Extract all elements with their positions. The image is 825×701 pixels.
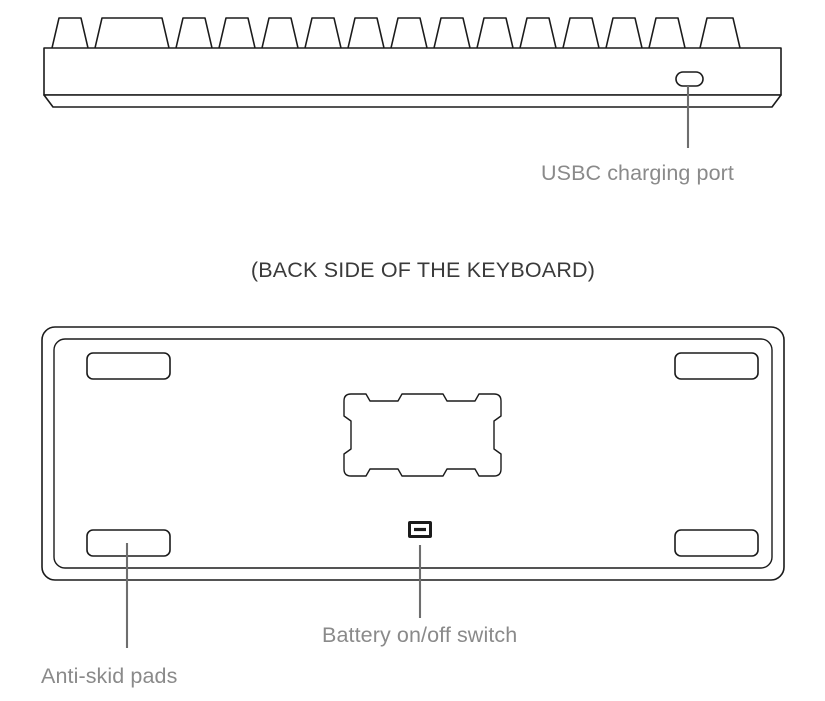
center-label-plate [343, 393, 502, 477]
section-heading-back-side: (BACK SIDE OF THE KEYBOARD) [251, 258, 595, 282]
keyboard-base-foot [43, 94, 782, 108]
keycap-14[interactable] [699, 17, 741, 49]
keycap-2[interactable] [175, 17, 213, 49]
keycap-12[interactable] [605, 17, 643, 49]
keycap-0[interactable] [51, 17, 89, 49]
keycap-10[interactable] [519, 17, 557, 49]
keyboard-side-view [43, 17, 782, 108]
anti-skid-pad-top-right[interactable] [674, 352, 759, 380]
callout-label-anti-skid: Anti-skid pads [41, 664, 177, 688]
keycap-6[interactable] [347, 17, 385, 49]
keycap-13[interactable] [648, 17, 686, 49]
keycap-8[interactable] [433, 17, 471, 49]
keycap-11[interactable] [562, 17, 600, 49]
keycap-3[interactable] [218, 17, 256, 49]
callout-anti-skid-pads: Anti-skid pads [41, 543, 177, 688]
callout-battery-switch: Battery on/off switch [322, 545, 517, 647]
keycap-7[interactable] [390, 17, 428, 49]
callout-label-usbc: USBC charging port [541, 161, 734, 185]
anti-skid-pad-bottom-left[interactable] [86, 529, 171, 557]
keyboard-body-side [43, 47, 782, 96]
usbc-port-icon [675, 71, 704, 87]
callout-label-battery: Battery on/off switch [322, 623, 517, 647]
callout-usbc-charging-port: USBC charging port [541, 86, 734, 185]
keycap-5[interactable] [304, 17, 342, 49]
keycap-1[interactable] [94, 17, 170, 49]
keyboard-back-view [41, 326, 785, 581]
anti-skid-pad-bottom-right[interactable] [674, 529, 759, 557]
keycap-4[interactable] [261, 17, 299, 49]
battery-switch-icon [408, 521, 432, 538]
keycap-row [51, 17, 741, 49]
keycap-9[interactable] [476, 17, 514, 49]
battery-switch-toggle-bar[interactable] [414, 527, 426, 532]
anti-skid-pad-group [86, 352, 759, 557]
anti-skid-pad-top-left[interactable] [86, 352, 171, 380]
